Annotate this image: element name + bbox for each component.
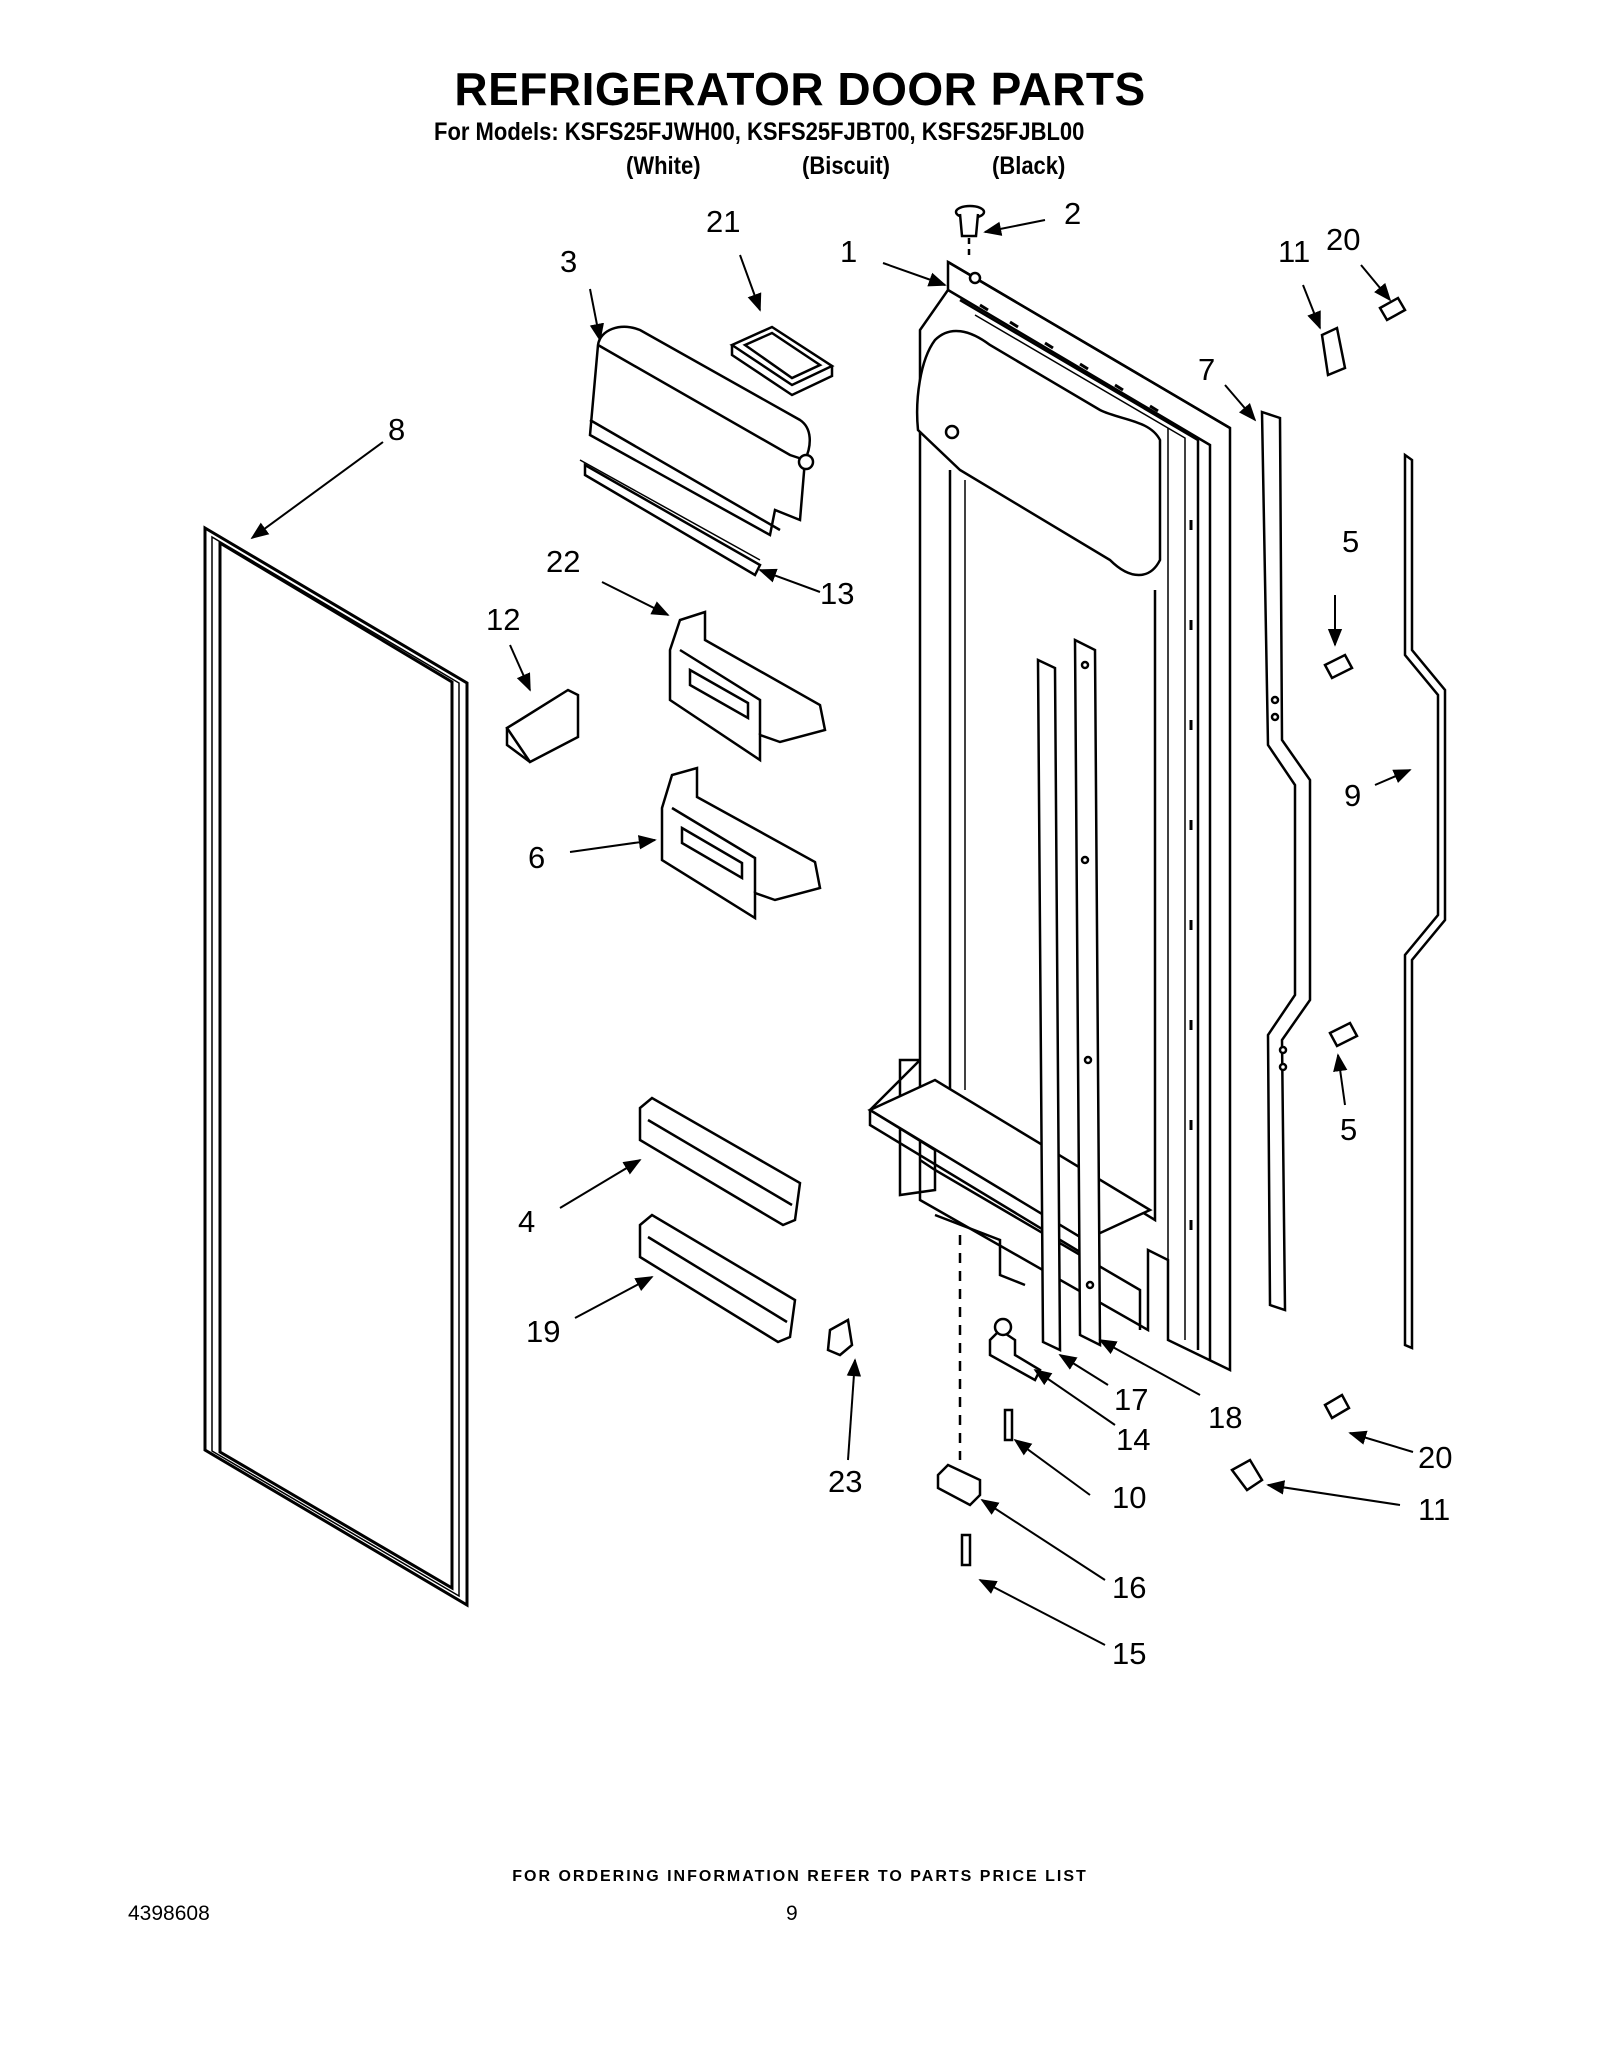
- callout-numbers: 1 2 3 21 11 20 7 8 13 22 12 5 9 6 4 19 2…: [388, 196, 1452, 1671]
- small-clip: [826, 1318, 854, 1357]
- small-tray: [729, 325, 835, 397]
- callout-9: 9: [1344, 778, 1361, 813]
- callout-10: 10: [1112, 1480, 1146, 1515]
- callout-4: 4: [518, 1204, 535, 1239]
- clip-part: [505, 688, 580, 764]
- callout-5-top: 5: [1342, 524, 1359, 559]
- document-number: 4398608: [128, 1902, 210, 1925]
- callout-16: 16: [1112, 1570, 1146, 1605]
- callout-22: 22: [546, 544, 580, 579]
- callout-21: 21: [706, 204, 740, 239]
- callout-19: 19: [526, 1314, 560, 1349]
- door-strip: [1403, 452, 1447, 1350]
- callout-18: 18: [1208, 1400, 1242, 1435]
- color-white: (White): [626, 152, 701, 180]
- screws-and-stops: [1230, 296, 1407, 1492]
- color-black: (Black): [992, 152, 1066, 180]
- callout-13: 13: [820, 576, 854, 611]
- shelf-trim-lower: [638, 1213, 797, 1344]
- door-rails: [1036, 637, 1102, 1352]
- callout-2: 2: [1064, 196, 1081, 231]
- callout-11-top: 11: [1278, 234, 1310, 269]
- lower-hinge-parts: [936, 1235, 1042, 1567]
- callout-14: 14: [1116, 1422, 1150, 1457]
- callout-6: 6: [528, 840, 545, 875]
- color-biscuit: (Biscuit): [802, 152, 890, 180]
- callout-17: 17: [1114, 1382, 1148, 1417]
- callout-20-bottom: 20: [1418, 1440, 1452, 1475]
- hinge-bracket: [1260, 410, 1312, 1312]
- door-bin-lower: [660, 766, 822, 921]
- callout-11-bottom: 11: [1418, 1492, 1450, 1527]
- plug-button: [954, 204, 986, 258]
- models-line: For Models: KSFS25FJWH00, KSFS25FJBT00, …: [434, 118, 1085, 146]
- callout-8: 8: [388, 412, 405, 447]
- callout-23: 23: [828, 1464, 862, 1499]
- callout-5-bottom: 5: [1340, 1112, 1357, 1147]
- callout-15: 15: [1112, 1636, 1146, 1671]
- page-number: 9: [786, 1902, 798, 1925]
- door-bin-upper: [668, 610, 827, 763]
- callout-20-top: 20: [1326, 222, 1360, 257]
- door-gasket: [203, 525, 469, 1608]
- callout-1: 1: [840, 234, 857, 269]
- ordering-note: FOR ORDERING INFORMATION REFER TO PARTS …: [512, 1868, 1088, 1885]
- shelf-trim-upper: [638, 1096, 802, 1227]
- dairy-door: [579, 325, 815, 577]
- callout-3: 3: [560, 244, 577, 279]
- page-title: REFRIGERATOR DOOR PARTS: [454, 63, 1146, 115]
- leader-arrows: [250, 219, 1414, 1646]
- callout-7: 7: [1198, 352, 1215, 387]
- callout-12: 12: [486, 602, 520, 637]
